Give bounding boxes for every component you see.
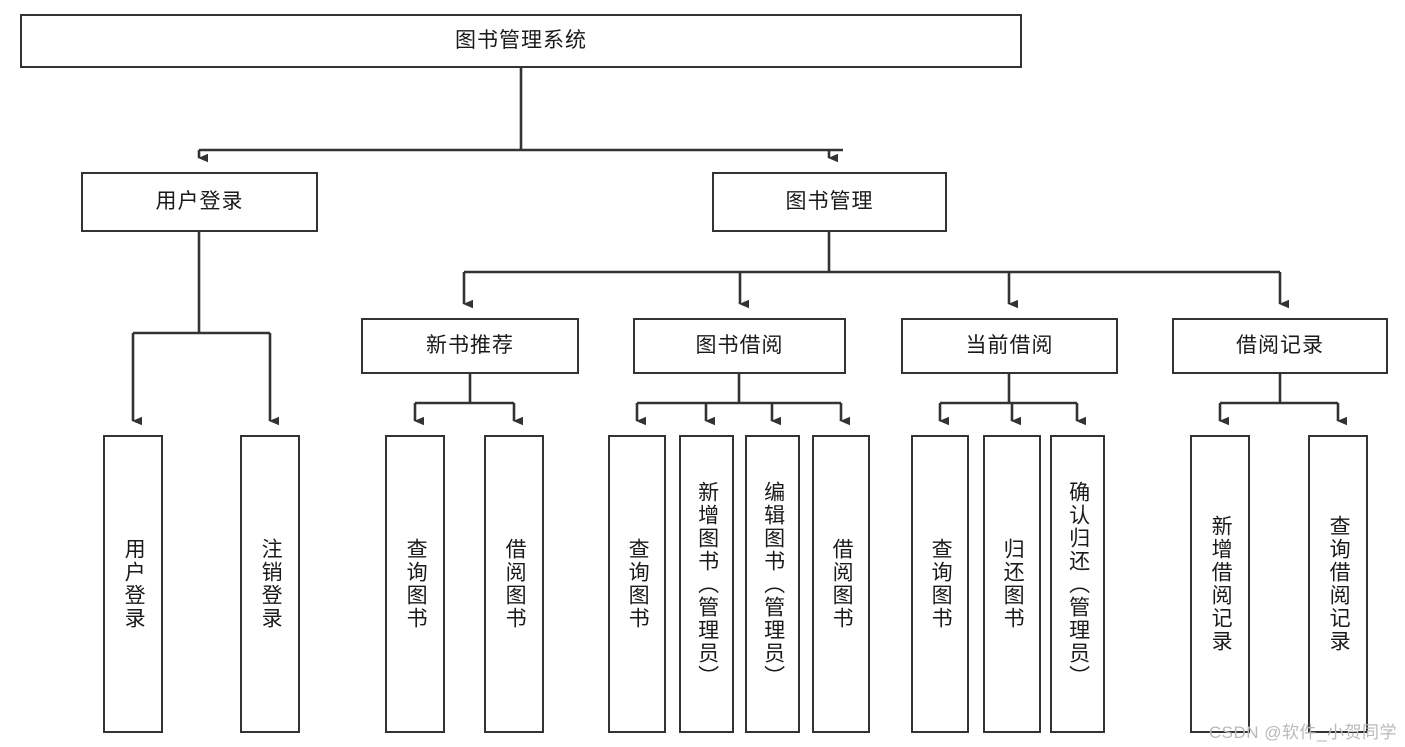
node-leaf-add-book[interactable]: 新增图书（管理员）	[679, 435, 734, 733]
node-label: 借阅记录	[1236, 334, 1324, 358]
node-leaf-user-login[interactable]: 用户登录	[103, 435, 163, 733]
node-label: 查询借阅记录	[1327, 515, 1351, 653]
node-leaf-query-book-2[interactable]: 查询图书	[608, 435, 666, 733]
node-book-borrowing[interactable]: 图书借阅	[633, 318, 846, 374]
node-label: 用户登录	[155, 190, 244, 214]
node-label: 图书管理	[785, 190, 874, 214]
node-label: 归还图书	[1001, 538, 1025, 630]
node-label: 注销登录	[259, 538, 283, 630]
node-leaf-query-book-1[interactable]: 查询图书	[385, 435, 445, 733]
current-borrow-to-leaves-edges	[938, 374, 1086, 426]
csdn-watermark: CSDN @软件_小贺同学	[1208, 723, 1397, 742]
node-label: 查询图书	[626, 538, 650, 630]
node-leaf-query-borrow-record[interactable]: 查询借阅记录	[1308, 435, 1368, 733]
node-label: 借阅图书	[830, 538, 854, 630]
node-label: 图书借阅	[695, 334, 784, 358]
node-leaf-edit-book[interactable]: 编辑图书（管理员）	[745, 435, 800, 733]
node-label: 编辑图书（管理员）	[761, 480, 785, 688]
user-login-to-leaves-edges	[131, 232, 279, 426]
node-label: 新增借阅记录	[1209, 515, 1233, 653]
node-leaf-add-borrow-record[interactable]: 新增借阅记录	[1190, 435, 1250, 733]
borrow-record-to-leaves-edges	[1218, 374, 1347, 426]
node-leaf-confirm-return[interactable]: 确认归还（管理员）	[1050, 435, 1105, 733]
node-current-borrowing[interactable]: 当前借阅	[901, 318, 1118, 374]
node-label: 查询图书	[404, 538, 428, 630]
node-label: 当前借阅	[965, 334, 1054, 358]
node-label: 查询图书	[929, 538, 953, 630]
node-leaf-borrow-book-1[interactable]: 借阅图书	[484, 435, 544, 733]
node-label: 借阅图书	[503, 538, 527, 630]
node-book-management[interactable]: 图书管理	[712, 172, 947, 232]
node-borrow-record[interactable]: 借阅记录	[1172, 318, 1388, 374]
node-new-book-recommendation[interactable]: 新书推荐	[361, 318, 579, 374]
node-user-login[interactable]: 用户登录	[81, 172, 318, 232]
node-label: 新书推荐	[426, 334, 514, 358]
node-root-system[interactable]: 图书管理系统	[20, 14, 1022, 68]
node-leaf-borrow-book-2[interactable]: 借阅图书	[812, 435, 870, 733]
node-leaf-return-book[interactable]: 归还图书	[983, 435, 1041, 733]
new-book-rec-to-leaves-edges	[413, 374, 523, 426]
node-leaf-logout[interactable]: 注销登录	[240, 435, 300, 733]
node-label: 确认归还（管理员）	[1066, 480, 1090, 688]
node-leaf-query-book-3[interactable]: 查询图书	[911, 435, 969, 733]
book-manage-to-level3-edges	[462, 232, 1289, 309]
node-label: 用户登录	[122, 538, 146, 630]
root-to-level2-edges	[197, 68, 843, 163]
node-label: 图书管理系统	[455, 29, 587, 53]
node-label: 新增图书（管理员）	[695, 480, 719, 688]
book-borrow-to-leaves-edges	[635, 374, 850, 426]
